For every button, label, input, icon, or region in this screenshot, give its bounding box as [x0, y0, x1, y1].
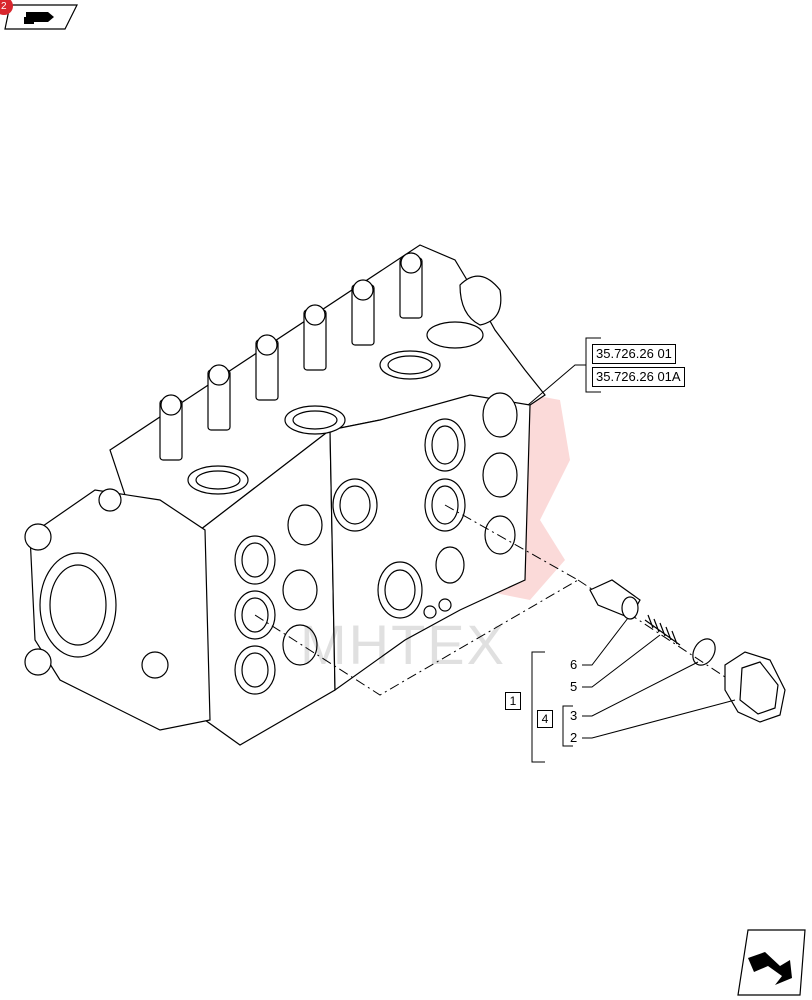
assembly-callout-main: 1 [505, 692, 521, 710]
callout-item-5: 5 [570, 679, 578, 694]
nav-badge-number: 2 [1, 1, 7, 12]
flange-bolts [24, 488, 169, 679]
callout-brackets [527, 337, 601, 763]
callout-item-3: 3 [570, 708, 578, 723]
callout-item-6: 6 [570, 657, 578, 672]
reference-link-1[interactable]: 35.726.26 01 [592, 344, 676, 364]
watermark-text: MHTEX [300, 613, 506, 676]
front-ports [234, 392, 518, 695]
red-page-badge [0, 0, 13, 15]
callout-item-2: 2 [570, 730, 578, 745]
o-ring [692, 638, 716, 666]
assembly-callout-sub: 4 [537, 710, 553, 728]
callout-leaders [582, 617, 736, 739]
hex-plug [724, 651, 786, 723]
reference-link-2[interactable]: 35.726.26 01A [592, 367, 685, 387]
relief-spring [644, 614, 681, 646]
relief-plunger [589, 579, 641, 620]
spool-stems [159, 252, 423, 461]
top-nav-icon[interactable] [4, 4, 78, 30]
top-ports [187, 321, 484, 495]
bottom-nav-icon[interactable] [737, 929, 806, 996]
